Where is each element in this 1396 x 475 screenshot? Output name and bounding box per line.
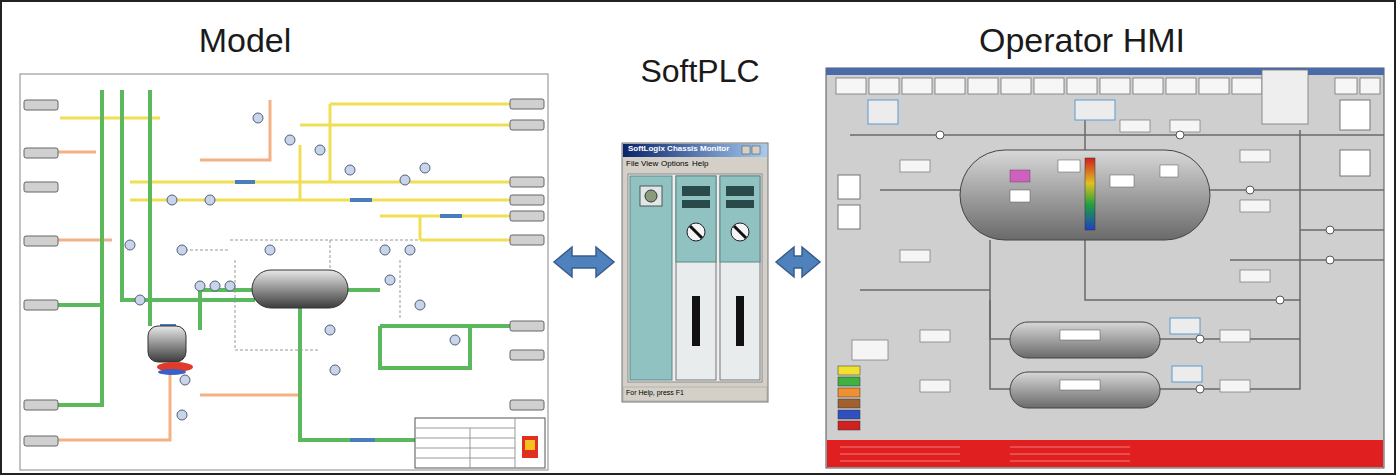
double-arrow <box>776 247 820 277</box>
panel: Operator HMI <box>824 8 1387 472</box>
window-text: File <box>626 160 639 169</box>
double-arrow <box>554 247 614 277</box>
panel-title: Operator HMI <box>979 22 1185 59</box>
hmi-screen <box>826 68 1384 468</box>
panel-title: SoftPLC <box>640 54 759 89</box>
window-text: SoftLogix Chassis Monitor <box>628 145 729 154</box>
panel: Model <box>18 8 550 472</box>
panel: SoftPLC <box>618 44 772 406</box>
softplc-window <box>622 143 768 402</box>
window-text: For Help, press F1 <box>626 389 684 397</box>
window-text: Help <box>692 160 708 169</box>
window-text: View <box>641 160 658 169</box>
window-text: Options <box>661 160 689 169</box>
pid-drawing <box>20 74 548 470</box>
panel-title: Model <box>199 22 292 59</box>
